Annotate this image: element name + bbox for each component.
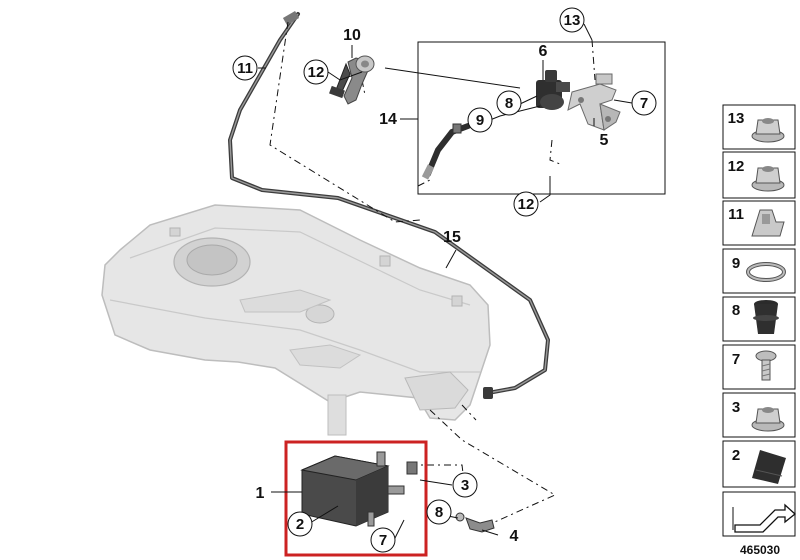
callout-14: 14 (379, 111, 397, 128)
screw-icon (755, 350, 777, 381)
flange-nut-icon (751, 118, 785, 143)
callout-7-bottom: 7 (379, 532, 387, 549)
parts-panel: 13 12 11 9 8 (722, 104, 797, 537)
callout-1: 1 (256, 485, 265, 502)
callout-5: 5 (600, 132, 609, 149)
panel-number-12: 12 (728, 158, 745, 175)
panel-number-2: 2 (732, 447, 740, 464)
panel-number-13: 13 (728, 110, 745, 127)
purge-valve (536, 70, 570, 110)
grommet-icon (753, 300, 779, 334)
hose-clamp-icon (746, 262, 786, 282)
callout-11: 11 (237, 60, 253, 77)
callout-8-bottom: 8 (435, 504, 443, 521)
flange-nut-icon (751, 407, 785, 432)
highlight-box (284, 440, 428, 557)
flange-nut-icon (751, 166, 785, 192)
diagram-number: 465030 (740, 543, 780, 557)
metal-bracket (567, 73, 621, 131)
panel-number-3: 3 (732, 399, 740, 416)
callout-2: 2 (296, 516, 304, 533)
carbon-canister (300, 451, 418, 527)
callout-7-top: 7 (640, 95, 648, 112)
pipe-clip-icon (751, 209, 785, 237)
callout-12-top: 12 (308, 64, 325, 81)
quick-connector (455, 512, 495, 533)
fuel-tank (101, 204, 491, 436)
panel-number-8: 8 (732, 302, 740, 319)
panel-number-9: 9 (732, 255, 740, 272)
panel-number-11: 11 (728, 206, 744, 223)
arrow-icon (732, 503, 797, 533)
rubber-pad-icon (752, 450, 786, 484)
callout-3: 3 (461, 477, 469, 494)
callout-13: 13 (564, 12, 581, 29)
callout-4: 4 (510, 528, 519, 545)
callout-10: 10 (343, 27, 361, 44)
inset-box (417, 41, 666, 195)
callout-12-bottom: 12 (518, 196, 535, 213)
callout-6: 6 (539, 43, 548, 60)
valve-bracket (329, 55, 375, 105)
callout-15: 15 (443, 229, 461, 246)
panel-number-7: 7 (732, 351, 740, 368)
callout-8-top: 8 (505, 95, 513, 112)
callout-9: 9 (476, 112, 484, 129)
